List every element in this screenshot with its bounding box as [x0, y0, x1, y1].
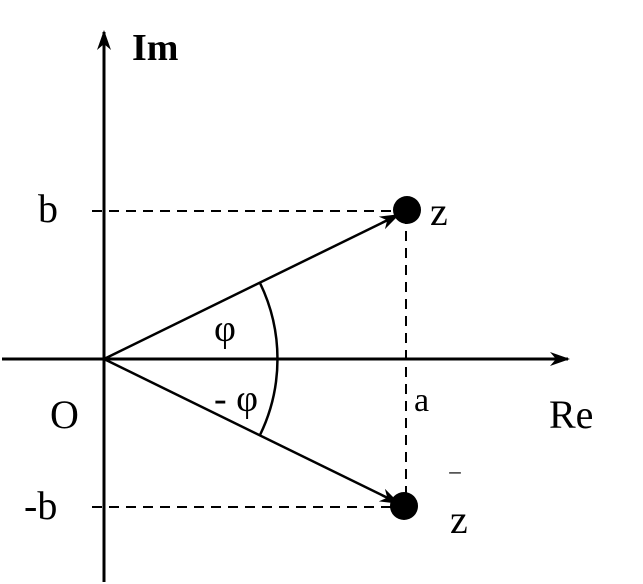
origin-label: O: [50, 392, 79, 437]
imaginary-axis-label: Im: [132, 27, 178, 69]
z-conjugate-label: z: [450, 497, 468, 542]
neg-phi-angle-label: - φ: [214, 378, 258, 420]
z-point: [393, 196, 421, 224]
z-label: z: [430, 189, 448, 234]
real-axis-label: Re: [549, 392, 593, 437]
a-tick-label: a: [414, 382, 429, 419]
angle-arc: [258, 282, 279, 436]
z-conjugate-bar: ‾: [449, 470, 461, 503]
z-vector: [103, 213, 400, 361]
neg-b-tick-label: -b: [24, 483, 57, 528]
phi-angle-label: φ: [214, 308, 236, 350]
b-tick-label: b: [38, 186, 58, 231]
z-conjugate-vector: [103, 357, 400, 505]
z-conjugate-point: [390, 492, 418, 520]
